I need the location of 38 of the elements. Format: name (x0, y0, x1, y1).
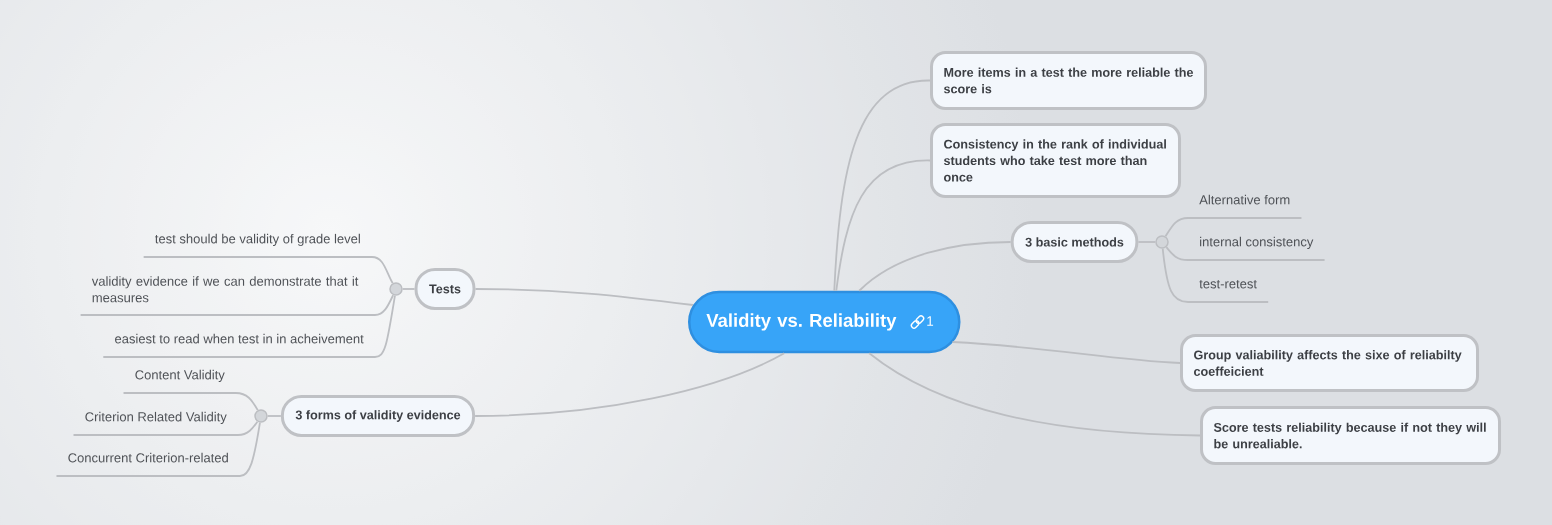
connector-line (1164, 217, 1189, 238)
connector-line (474, 352, 786, 417)
topic-box: More items in a test the more reliable the score is (930, 51, 1207, 110)
connector-line (266, 415, 282, 417)
topic-box: Group valiability affects the sixe of reliabilty coeffeicient (1180, 334, 1479, 392)
topic-box: Score tests reliability because if not they will be unrealiable. (1200, 406, 1501, 465)
connector-line (237, 420, 259, 436)
collapse-knob (1155, 235, 1169, 249)
topic-box: Tests (414, 268, 476, 310)
connector-line (951, 341, 1181, 364)
connector-line (835, 159, 931, 292)
connector-line (868, 352, 1201, 437)
connector-line (401, 288, 416, 290)
underlined-text: test should be validity of grade level (142, 233, 373, 258)
connector-line (1161, 247, 1189, 303)
connector-line (474, 288, 694, 306)
underlined-text: Concurrent Criterion-related (55, 452, 241, 477)
connector-line (374, 294, 396, 358)
connector-line (1165, 246, 1189, 261)
underlined-text: test-retest (1187, 279, 1270, 303)
connector-line (833, 79, 931, 292)
underlined-text: Alternative form (1187, 194, 1303, 219)
collapse-knob (254, 409, 268, 423)
connector-line (239, 421, 261, 477)
underlined-text: Criterion Related Validity (72, 411, 239, 436)
collapse-knob (389, 282, 403, 296)
topic-box: 3 basic methods (1010, 221, 1139, 263)
link-count: 1 (927, 316, 934, 326)
underlined-text: validity evidence if we can demonstrate that it measures (79, 276, 376, 316)
connector-line (858, 241, 1012, 292)
underlined-text: internal consistency (1187, 236, 1326, 261)
topic-box: 3 forms of validity evidence (280, 395, 476, 437)
topic-box: Consistency in the rank of individual students who take test more than once (930, 123, 1181, 198)
underlined-text: easiest to read when test in in acheivement (102, 333, 376, 358)
connector-line (371, 256, 394, 285)
underlined-text: Content Validity (122, 369, 237, 394)
connector-line (235, 392, 259, 411)
connector-line (374, 294, 395, 316)
